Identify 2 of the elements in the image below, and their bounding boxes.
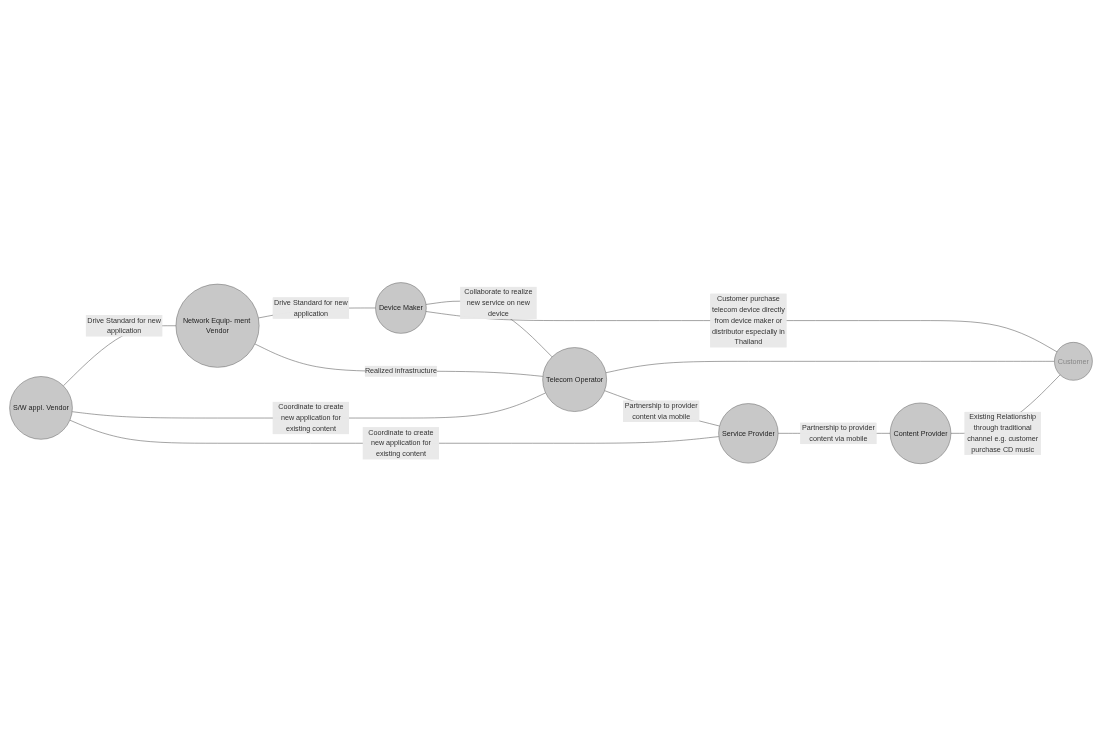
connector — [254, 343, 544, 377]
connector — [605, 360, 1055, 373]
